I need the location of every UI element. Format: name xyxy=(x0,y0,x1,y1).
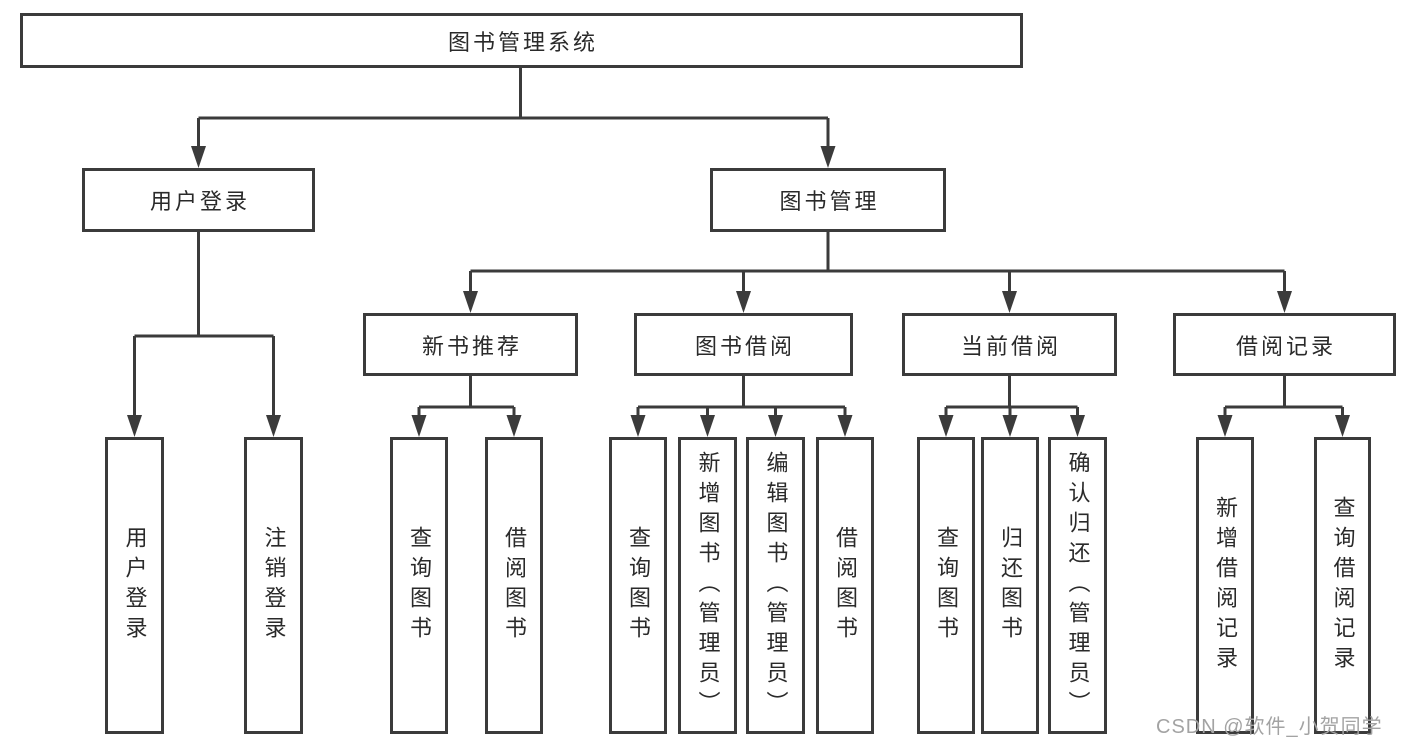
arrow-down-icon xyxy=(127,415,142,437)
connector-root-to-level2 xyxy=(191,68,836,168)
watermark-text: CSDN @软件_小贺同学 xyxy=(1156,716,1383,738)
leaf-query-books-borrow: 查询图书 xyxy=(609,437,667,734)
connector-borrow-records-to-leaves xyxy=(1217,376,1350,437)
connector-current-borrow-to-leaves xyxy=(938,376,1085,437)
connector-book-borrow-to-leaves xyxy=(630,376,853,437)
leaf-borrow-books-recommend: 借阅图书 xyxy=(485,437,543,734)
arrow-down-icon xyxy=(411,415,427,437)
node-root-label: 图书管理系统 xyxy=(447,29,598,55)
node-current-borrow-label: 当前借阅 xyxy=(960,333,1061,359)
leaf-user-login: 用户登录 xyxy=(105,437,164,734)
leaf-confirm-return-admin-label: 确认归还（管理员） xyxy=(1065,450,1091,721)
leaf-edit-book-admin-label: 编辑图书（管理员） xyxy=(763,450,789,721)
arrow-down-icon xyxy=(1277,291,1292,313)
leaf-query-borrow-record: 查询借阅记录 xyxy=(1314,437,1371,734)
leaf-return-book: 归还图书 xyxy=(981,437,1039,734)
leaf-query-books-recommend-label: 查询图书 xyxy=(407,525,432,646)
node-book-management: 图书管理 xyxy=(710,168,946,232)
arrow-down-icon xyxy=(1335,415,1350,437)
node-book-borrow: 图书借阅 xyxy=(634,313,853,376)
arrow-down-icon xyxy=(700,415,715,437)
leaf-add-borrow-record: 新增借阅记录 xyxy=(1196,437,1254,734)
node-borrow-records: 借阅记录 xyxy=(1173,313,1396,376)
connector-book-management-to-level3 xyxy=(463,232,1292,313)
arrow-down-icon xyxy=(837,415,853,437)
arrow-down-icon xyxy=(820,146,836,168)
arrow-down-icon xyxy=(463,291,478,313)
connector-user-login-to-leaves xyxy=(127,232,281,437)
node-new-book-recommend: 新书推荐 xyxy=(363,313,578,376)
node-root: 图书管理系统 xyxy=(20,13,1023,68)
node-borrow-records-label: 借阅记录 xyxy=(1235,333,1336,359)
arrow-down-icon xyxy=(1217,415,1233,437)
node-new-book-recommend-label: 新书推荐 xyxy=(421,333,522,359)
leaf-query-books-recommend: 查询图书 xyxy=(390,437,448,734)
leaf-add-borrow-record-label: 新增借阅记录 xyxy=(1213,495,1238,676)
leaf-add-book-admin-label: 新增图书（管理员） xyxy=(695,450,721,721)
arrow-down-icon xyxy=(938,415,954,437)
leaf-borrow-books-recommend-label: 借阅图书 xyxy=(502,525,527,646)
arrow-down-icon xyxy=(1002,415,1018,437)
node-user-login: 用户登录 xyxy=(82,168,315,232)
leaf-query-books-current-label: 查询图书 xyxy=(934,525,959,646)
arrow-down-icon xyxy=(191,146,206,168)
leaf-query-borrow-record-label: 查询借阅记录 xyxy=(1330,495,1356,676)
leaf-logout: 注销登录 xyxy=(244,437,303,734)
leaf-add-book-admin: 新增图书（管理员） xyxy=(678,437,737,734)
leaf-confirm-return-admin: 确认归还（管理员） xyxy=(1048,437,1107,734)
leaf-query-books-current: 查询图书 xyxy=(917,437,975,734)
leaf-user-login-label: 用户登录 xyxy=(122,525,148,646)
arrow-down-icon xyxy=(630,415,646,437)
arrow-down-icon xyxy=(1070,415,1085,437)
node-book-management-label: 图书管理 xyxy=(779,189,880,214)
leaf-return-book-label: 归还图书 xyxy=(998,525,1023,646)
leaf-borrow-books-label: 借阅图书 xyxy=(833,525,858,646)
leaf-edit-book-admin: 编辑图书（管理员） xyxy=(746,437,805,734)
arrow-down-icon xyxy=(266,415,281,437)
leaf-logout-label: 注销登录 xyxy=(261,525,287,646)
node-user-login-label: 用户登录 xyxy=(149,189,250,214)
arrow-down-icon xyxy=(768,415,783,437)
leaf-query-books-borrow-label: 查询图书 xyxy=(626,525,651,646)
node-book-borrow-label: 图书借阅 xyxy=(694,333,795,359)
node-current-borrow: 当前借阅 xyxy=(902,313,1117,376)
arrow-down-icon xyxy=(736,291,751,313)
leaf-borrow-books: 借阅图书 xyxy=(816,437,874,734)
arrow-down-icon xyxy=(506,415,522,437)
connector-new-book-to-leaves xyxy=(411,376,522,437)
arrow-down-icon xyxy=(1002,291,1017,313)
